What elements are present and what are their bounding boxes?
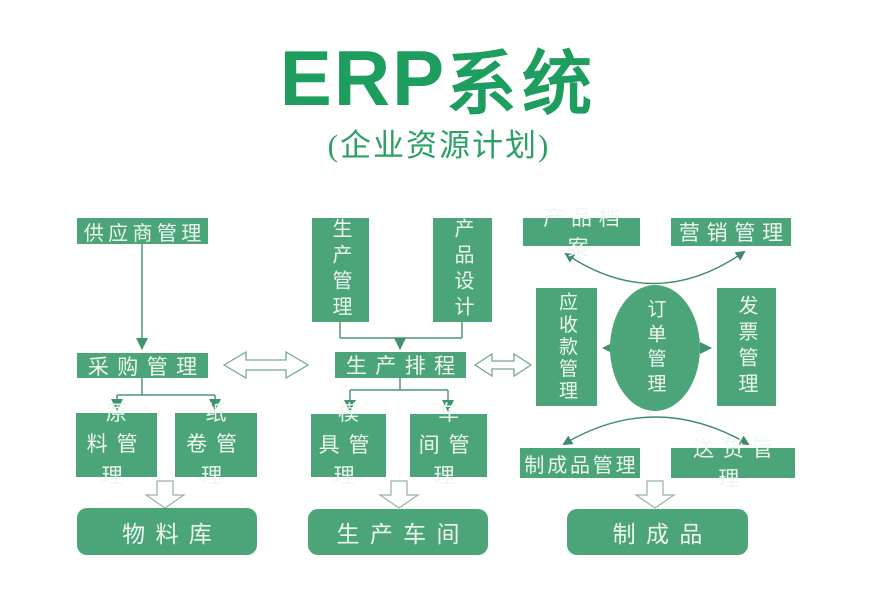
title-cjk: 系统 <box>446 47 599 124</box>
node-workshop-label: 车间管理 <box>418 401 479 489</box>
node-paper-roll-mgmt: 纸卷管理 <box>175 401 257 488</box>
node-marketing-mgmt: 营销管理 <box>671 218 791 246</box>
node-finished-goods: 制成品 <box>567 509 748 555</box>
node-raw-material-label: 原料管理 <box>86 400 147 488</box>
node-production-workshop: 生产车间 <box>308 509 488 555</box>
node-mold-mgmt: 模具管理 <box>311 401 386 488</box>
node-accounts-receivable-mgmt: 应收款管理 <box>536 288 597 406</box>
node-finished-product-mgmt: 制成品管理 <box>520 448 640 478</box>
node-supplier-mgmt: 供应商管理 <box>77 218 208 245</box>
node-material-warehouse: 物料库 <box>77 508 257 555</box>
node-paper-roll-label: 纸卷管理 <box>186 400 246 488</box>
node-product-archive: 产品档案 <box>523 206 640 260</box>
page-subtitle: (企业资源计划) <box>327 128 551 163</box>
node-order-mgmt: 订单管理 <box>610 285 700 411</box>
node-mold-label: 模具管理 <box>318 401 379 489</box>
node-delivery-mgmt: 送货管理 <box>671 437 795 491</box>
title-latin: ERP <box>279 34 447 122</box>
node-workshop-mgmt: 车间管理 <box>410 401 487 488</box>
node-raw-material-mgmt: 原料管理 <box>76 401 157 488</box>
node-invoice-mgmt: 发票管理 <box>717 288 776 406</box>
page-title: ERP系统 <box>0 28 878 129</box>
node-purchasing-mgmt: 采购管理 <box>77 353 208 379</box>
node-production-mgmt: 生产管理 <box>312 218 369 322</box>
node-production-scheduling: 生产排程 <box>335 352 466 378</box>
node-product-design: 产品设计 <box>433 218 492 322</box>
